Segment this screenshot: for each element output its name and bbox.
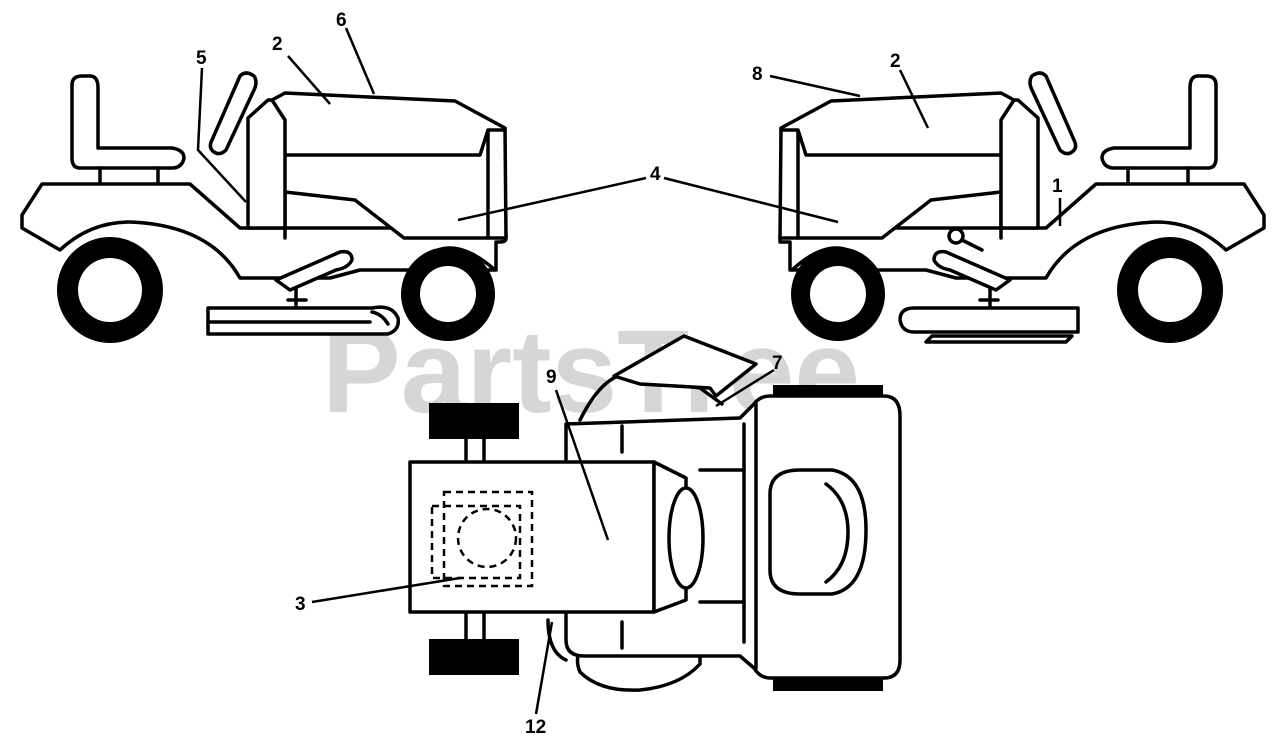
callout-5: 5 <box>196 48 207 69</box>
left-side-view <box>20 71 508 343</box>
seat-left <box>70 74 186 170</box>
dash-panel-right <box>999 98 1040 230</box>
chute-top <box>612 334 758 398</box>
steering-wheel-right <box>1028 71 1078 156</box>
callout-12: 12 <box>525 717 546 738</box>
dash-panel-left <box>246 98 287 230</box>
leader-4-left <box>457 176 647 222</box>
callout-numbers: 1 2 2 3 4 5 6 7 8 9 12 <box>196 10 1063 738</box>
hood-bumper-inner-top <box>824 482 850 584</box>
pedal-left <box>274 249 354 292</box>
hood-top <box>742 402 758 670</box>
leader-2-right <box>898 69 930 129</box>
deck-hanger-right <box>978 286 1000 308</box>
rear-hub-left <box>78 258 142 322</box>
callout-1: 1 <box>1052 176 1063 197</box>
label-circle-top <box>456 507 518 569</box>
deck-hanger-left <box>286 286 308 308</box>
rear-hub-right <box>1138 258 1202 322</box>
right-side-view <box>778 71 1266 344</box>
callout-6: 6 <box>336 10 347 31</box>
hood-left <box>270 91 508 240</box>
pedal-right <box>932 249 1012 292</box>
leader-8 <box>769 74 861 98</box>
leader-7 <box>715 368 775 408</box>
side-strip-top <box>546 618 568 662</box>
front-hub-left <box>420 266 476 322</box>
leader-4-right <box>663 176 839 224</box>
deck-plate-right <box>924 334 1074 344</box>
callout-2-right: 2 <box>890 51 901 72</box>
callout-8: 8 <box>752 64 763 85</box>
callout-2-left: 2 <box>272 34 283 55</box>
front-hub-right <box>810 266 866 322</box>
hood-right <box>778 91 1016 240</box>
steering-wheel-left <box>208 71 258 156</box>
callout-3: 3 <box>295 594 306 615</box>
leader-12 <box>534 621 554 715</box>
callout-9: 9 <box>546 367 557 388</box>
deck-chute-left <box>206 310 390 326</box>
rear-axle-top <box>464 436 486 642</box>
callout-4: 4 <box>650 164 661 185</box>
leader-5 <box>196 67 247 203</box>
dash-lines-top <box>698 468 746 604</box>
label-area-outer <box>442 490 534 588</box>
top-view <box>408 334 902 692</box>
mower-deck-right <box>898 306 1080 334</box>
rear-wheel-top-1 <box>429 403 519 439</box>
leader-9 <box>554 389 610 541</box>
hood-bumper-top <box>768 468 868 596</box>
leader-3 <box>311 576 461 604</box>
steering-wheel-top <box>667 486 705 590</box>
leader-6 <box>344 27 376 95</box>
leader-2-left <box>287 55 331 105</box>
seat-right <box>1100 74 1218 170</box>
label-area-inner <box>430 504 522 580</box>
lever-right <box>960 238 984 252</box>
rear-wheel-top-2 <box>429 639 519 675</box>
callout-7: 7 <box>772 353 783 374</box>
leader-lines <box>196 27 1062 715</box>
lever-knob-right <box>947 227 965 245</box>
